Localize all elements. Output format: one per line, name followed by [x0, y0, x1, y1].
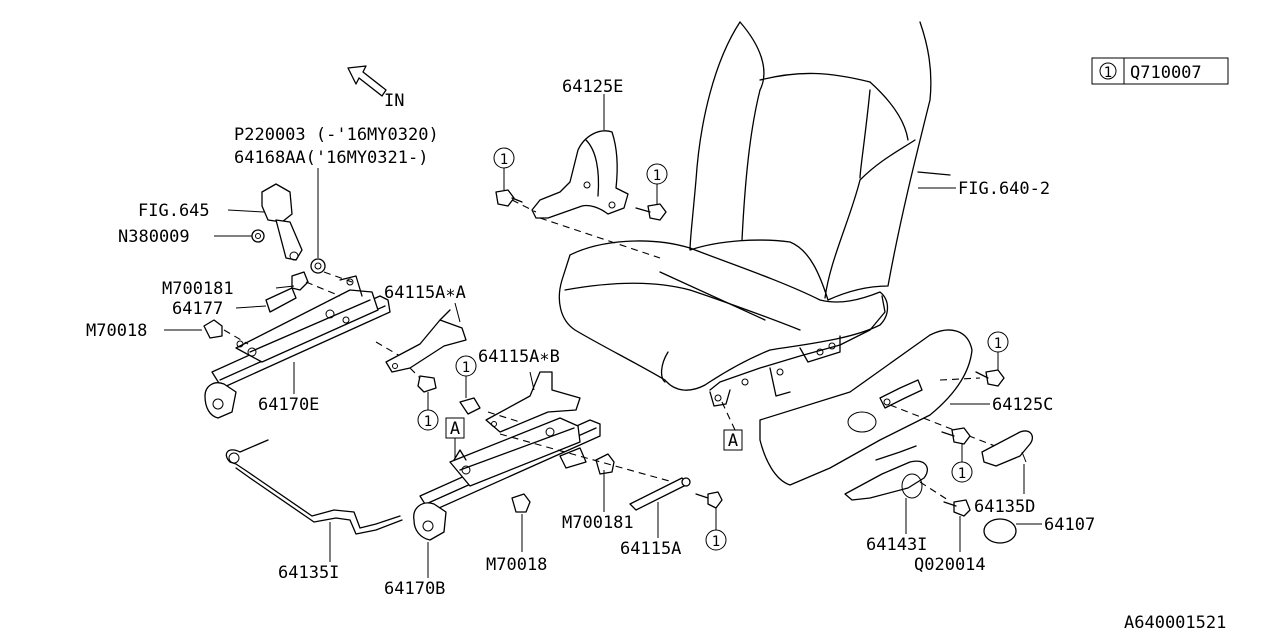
callout-marker-icon: 1: [987, 331, 1009, 370]
label-64168aa: 64168AA('16MY0321-): [234, 148, 428, 168]
pin-64115a: [629, 477, 691, 511]
cap-64107: [983, 518, 1017, 544]
rail-assembly-64170b: [413, 411, 681, 541]
wire-64135i: [225, 439, 403, 535]
svg-text:1: 1: [653, 168, 661, 184]
label-m70018-right: M70018: [486, 555, 547, 575]
bolt-icon: [943, 499, 971, 517]
legend-box: 1 Q710007: [1091, 57, 1229, 85]
callout-marker-icon: 1: [646, 163, 668, 204]
lever-64135d: [981, 430, 1034, 467]
label-p220003: P220003 (-'16MY0320): [234, 125, 439, 145]
label-n380009: N380009: [118, 227, 190, 247]
svg-text:1: 1: [712, 534, 720, 550]
label-m70018-left: M70018: [86, 321, 147, 341]
callout-marker-icon: 1: [951, 444, 973, 483]
bolts: [495, 189, 1005, 517]
direction-label: IN: [384, 91, 404, 111]
callout-marker-icon: 1: [493, 147, 515, 190]
label-64135d: 64135D: [974, 497, 1035, 517]
belt-buckle-fig645: [251, 183, 326, 274]
seat-assembly: [558, 21, 951, 431]
label-64115a: 64115A: [620, 539, 681, 559]
label-64170e: 64170E: [258, 395, 319, 415]
label-64125c: 64125C: [992, 395, 1053, 415]
bolt-icon: [635, 203, 667, 221]
label-64115a-b: 64115A∗B: [478, 347, 560, 367]
diagram-id: A640001521: [1124, 613, 1226, 633]
bracket-64115a-a: [385, 309, 467, 393]
callout-marker-icon: 1: [417, 392, 439, 431]
svg-text:1: 1: [424, 414, 432, 430]
label-m700181-left: M700181: [162, 279, 234, 299]
part-labels: P220003 (-'16MY0320) 64168AA('16MY0321-)…: [86, 77, 1226, 633]
label-64125e: 64125E: [562, 77, 623, 97]
rail-assembly-64170e: [203, 271, 401, 419]
label-64115a-a: 64115A∗A: [384, 283, 466, 303]
label-fig640-2: FIG.640-2: [958, 179, 1050, 199]
callout-markers: 1 1 1 1 1 1 1: [417, 147, 1009, 551]
callout-marker-icon: 1: [705, 508, 727, 551]
label-64170b: 64170B: [384, 579, 445, 599]
bolt-icon: [495, 189, 523, 207]
reference-box-a: A: [723, 429, 743, 451]
callout-marker-icon: 1: [455, 355, 477, 398]
svg-text:A: A: [450, 419, 460, 439]
bracket-64115a-b: [459, 371, 581, 433]
svg-text:1: 1: [462, 360, 470, 376]
direction-arrow-icon: IN: [347, 65, 404, 111]
reference-box-a: A: [445, 417, 465, 458]
label-q020014: Q020014: [914, 555, 986, 575]
label-64107: 64107: [1044, 515, 1095, 535]
svg-text:A: A: [728, 431, 738, 451]
svg-text:1: 1: [958, 466, 966, 482]
label-fig645: FIG.645: [138, 201, 210, 221]
recliner-cover-64125e: [511, 130, 661, 259]
side-cover-64125c: [759, 329, 1001, 486]
bolt-icon: [975, 369, 1005, 387]
bolt-icon: [695, 491, 723, 509]
handle-64143i: [844, 460, 949, 501]
svg-text:1: 1: [994, 336, 1002, 352]
legend-part-number: Q710007: [1130, 63, 1202, 83]
label-64177: 64177: [172, 299, 223, 319]
leader-lines: [164, 94, 1042, 578]
label-64143i: 64143I: [866, 535, 927, 555]
label-64135i: 64135I: [278, 563, 339, 583]
svg-text:1: 1: [500, 152, 508, 168]
legend-marker: 1: [1104, 65, 1112, 81]
bolt-icon: [941, 427, 971, 445]
label-m700181-right: M700181: [562, 513, 634, 533]
